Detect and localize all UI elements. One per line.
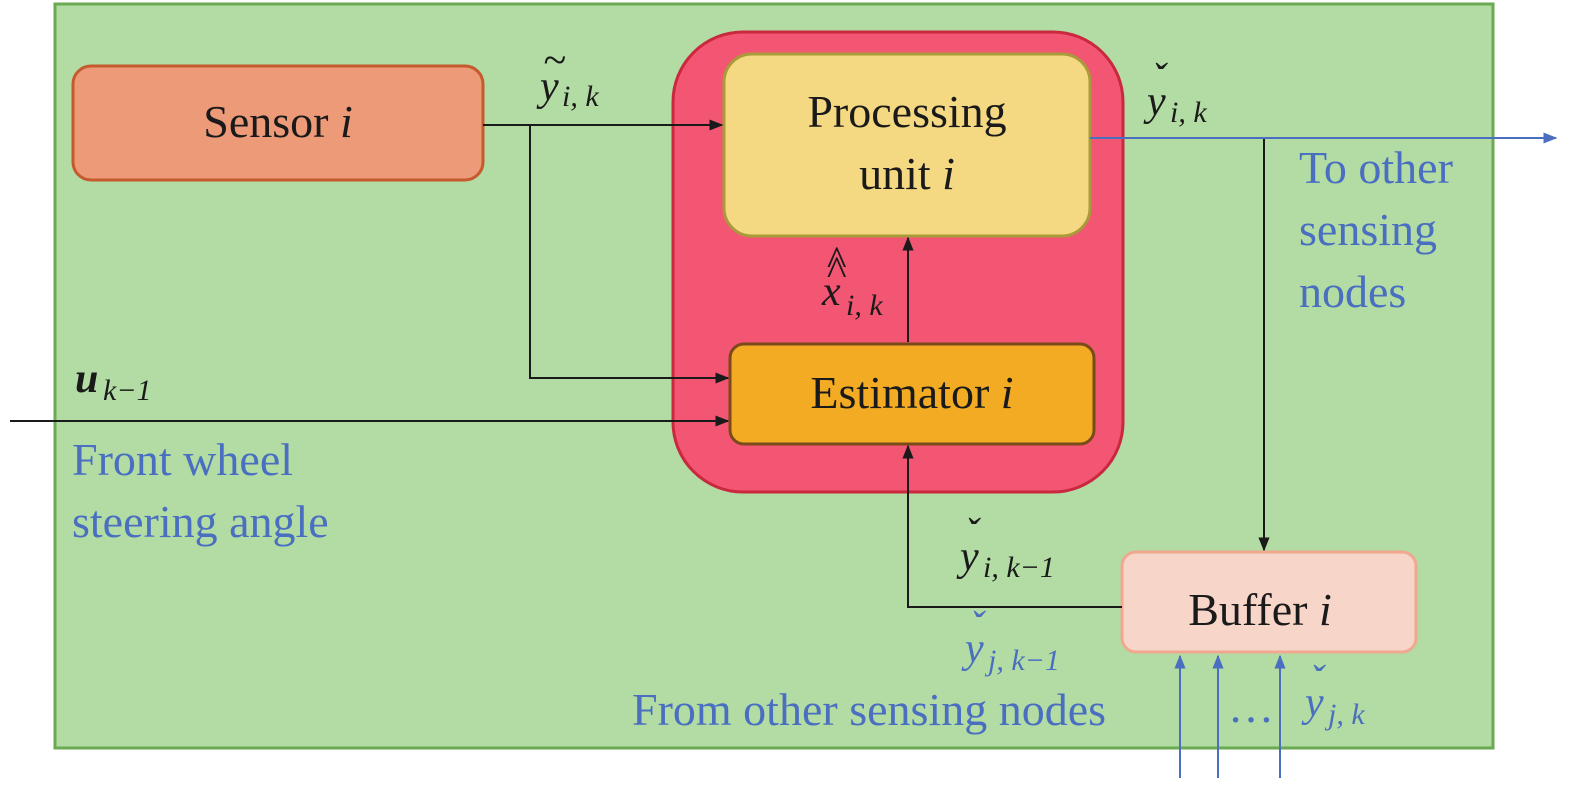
y-check-j-accent: ˇ bbox=[1310, 658, 1326, 704]
to-other-line1: To other bbox=[1299, 142, 1453, 193]
annotation-front-wheel: Front wheel steering angle bbox=[72, 434, 329, 547]
y-check-out-symbol: y bbox=[1143, 79, 1166, 125]
u-symbol: u bbox=[75, 356, 98, 402]
svg-text:unit i: unit i bbox=[859, 148, 955, 199]
svg-text:Sensor i: Sensor i bbox=[203, 96, 353, 147]
buffer-block: Buffer i bbox=[1120, 550, 1418, 654]
y-check-j-prev-symbol: y bbox=[961, 626, 984, 672]
x-hat-accent: ^ bbox=[826, 249, 847, 295]
y-check-j-prev-sub: j, k−1 bbox=[984, 644, 1060, 677]
u-sub: k−1 bbox=[103, 374, 152, 407]
buffer-label: Buffer bbox=[1188, 584, 1319, 635]
x-hat-symbol: x bbox=[821, 269, 841, 315]
processing-label-line1: Processing bbox=[807, 86, 1006, 137]
estimator-label: Estimator bbox=[810, 367, 1000, 418]
signal-y-check-ik: y ˇ i, k bbox=[1143, 56, 1207, 129]
to-other-line3: nodes bbox=[1299, 266, 1406, 317]
front-wheel-line1: Front wheel bbox=[72, 434, 293, 485]
front-wheel-line2: steering angle bbox=[72, 496, 329, 547]
processing-index: i bbox=[942, 148, 955, 199]
y-tilde-symbol: y bbox=[536, 64, 559, 110]
annotation-to-other-nodes: To other sensing nodes bbox=[1299, 142, 1453, 317]
buffer-index: i bbox=[1319, 584, 1332, 635]
svg-text:Estimator i: Estimator i bbox=[810, 367, 1013, 418]
y-check-out-accent: ˇ bbox=[1152, 56, 1168, 102]
y-check-prev-accent: ˇ bbox=[965, 511, 981, 557]
estimator-index: i bbox=[1001, 367, 1014, 418]
to-other-line2: sensing bbox=[1299, 204, 1437, 255]
wire-buffer-to-estimator bbox=[902, 444, 1122, 608]
processing-unit-block: Processing unit i bbox=[722, 52, 1092, 238]
sensor-label: Sensor bbox=[203, 96, 340, 147]
y-check-j-symbol: y bbox=[1301, 680, 1324, 726]
wire-sensor-to-estimator bbox=[529, 125, 730, 384]
signal-u-k-minus-1: u k−1 bbox=[75, 356, 152, 407]
ellipsis: … bbox=[1228, 681, 1274, 732]
y-check-prev-sub: i, k−1 bbox=[983, 551, 1055, 584]
x-hat-sub: i, k bbox=[846, 289, 883, 322]
processing-label-line2: unit bbox=[859, 148, 942, 199]
signal-y-check-ik-minus-1: y ˇ i, k−1 bbox=[956, 511, 1055, 584]
y-tilde-accent: ~ bbox=[543, 38, 566, 84]
signal-x-hat-ik: x ^ ^ i, k bbox=[821, 239, 883, 322]
signal-y-check-jk: y ˇ j, k bbox=[1301, 658, 1365, 731]
y-check-prev-symbol: y bbox=[956, 534, 979, 580]
y-check-j-prev-accent: ˇ bbox=[970, 604, 986, 650]
svg-text:^: ^ bbox=[826, 239, 847, 285]
signal-y-tilde-ik: y ~ i, k bbox=[536, 38, 599, 113]
y-check-out-sub: i, k bbox=[1170, 96, 1207, 129]
estimator-block: Estimator i bbox=[728, 342, 1096, 446]
signal-y-check-jk-minus-1: y ˇ j, k−1 bbox=[961, 604, 1060, 677]
y-tilde-sub: i, k bbox=[562, 80, 599, 113]
y-check-j-sub: j, k bbox=[1324, 698, 1365, 731]
svg-text:Buffer i: Buffer i bbox=[1188, 584, 1332, 635]
sensor-block: Sensor i bbox=[71, 64, 485, 182]
sensor-index: i bbox=[340, 96, 353, 147]
annotation-from-other-nodes: From other sensing nodes bbox=[632, 684, 1106, 735]
